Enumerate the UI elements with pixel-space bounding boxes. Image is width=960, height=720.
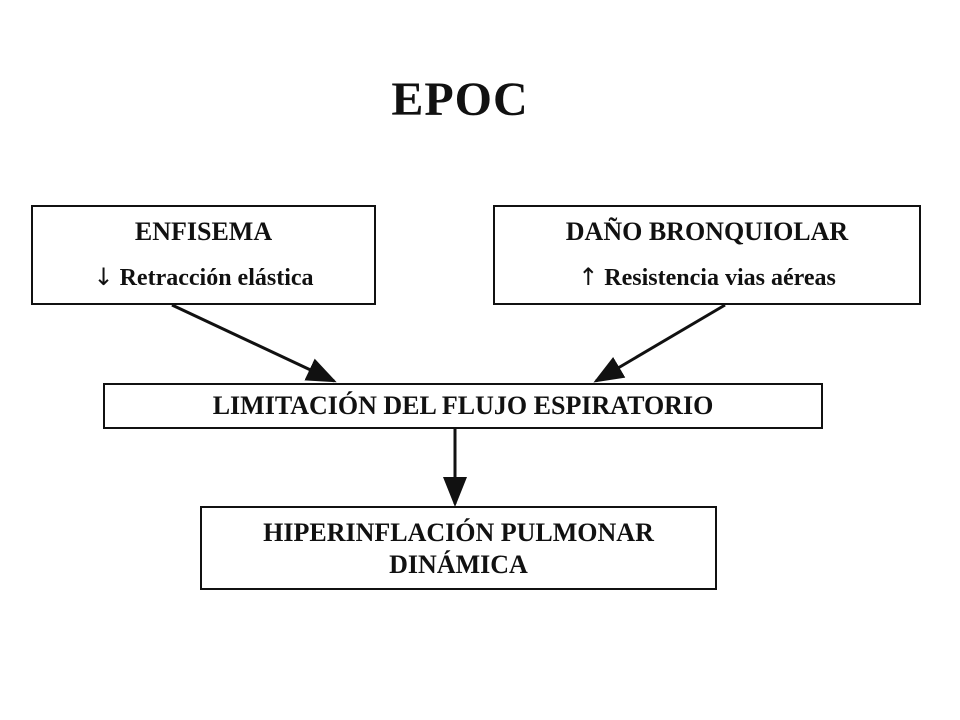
node-limitacion: LIMITACIÓN DEL FLUJO ESPIRATORIO [103,383,823,429]
node-hiperinflacion-line1: HIPERINFLACIÓN PULMONAR [263,518,654,547]
node-enfisema-detail: Retracción elástica [119,265,314,291]
up-arrow-icon: ↑ [578,263,599,291]
node-enfisema: ENFISEMA ↓Retracción elástica [31,205,376,305]
arrow-dano-to-limitacion [593,303,726,383]
node-dano-bronquiolar-detail-row: ↑Resistencia vias aéreas [495,263,919,292]
node-limitacion-label: LIMITACIÓN DEL FLUJO ESPIRATORIO [212,391,714,420]
arrow-enfisema-to-limitacion [171,303,337,383]
node-dano-bronquiolar-heading: DAÑO BRONQUIOLAR [565,217,849,246]
node-hiperinflacion-line2: DINÁMICA [389,550,528,579]
node-dano-bronquiolar-detail: Resistencia vias aéreas [604,265,836,291]
diagram-title: EPOC [391,73,529,126]
node-enfisema-detail-row: ↓Retracción elástica [33,263,374,292]
node-dano-bronquiolar: DAÑO BRONQUIOLAR ↑Resistencia vias aérea… [493,205,921,305]
node-hiperinflacion: HIPERINFLACIÓN PULMONAR DINÁMICA [200,506,717,590]
node-enfisema-heading: ENFISEMA [134,217,273,246]
down-arrow-icon: ↓ [93,263,114,291]
